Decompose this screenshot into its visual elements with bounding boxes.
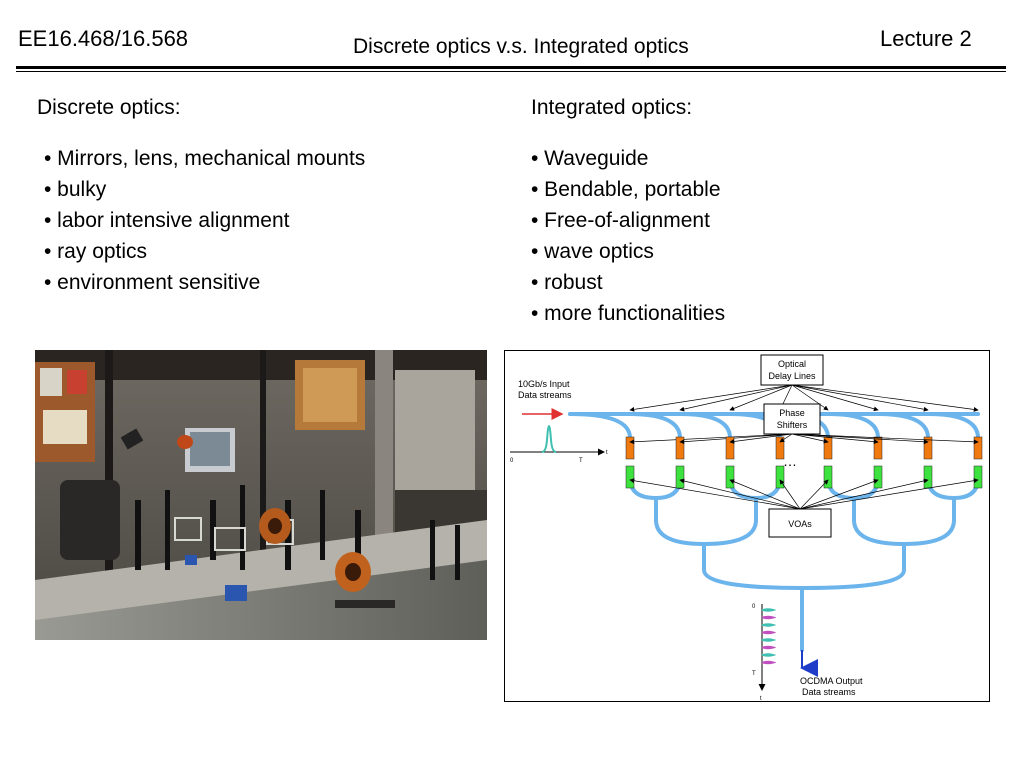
ocdma-encoder-diagram: Optical Delay Lines Phase Shifters VOAs … [504,350,990,702]
list-item: • wave optics [531,240,654,263]
voa-1 [625,465,635,489]
voa-arrow-7 [799,478,929,510]
voa-arrow-6 [799,479,879,510]
course-code: EE16.468/16.568 [18,26,189,51]
voas-box [768,508,832,538]
delay-line-arrow-7 [791,384,929,412]
phase-shifter-1 [625,436,635,460]
discrete-optics-list: • Mirrors, lens, mechanical mounts • bul… [44,143,365,298]
voa-2 [675,465,685,489]
phase-shifter-5 [823,436,833,460]
output-pulse-5 [761,638,777,642]
delay-line-arrow-1 [629,384,793,412]
phase-shifter-arrow-4 [779,433,793,443]
list-item: • Bendable, portable [531,178,721,201]
phase-shifter-arrow-3 [729,433,793,444]
voa-arrow-4 [779,479,801,510]
list-item: • more functionalities [531,302,726,325]
output-pulse-7 [761,653,777,657]
phase-shifter-6 [873,436,883,460]
input-axis-origin: 0 [510,458,514,464]
slide-title: Discrete optics v.s. Integrated optics [353,35,689,58]
input-axis-t: t [606,450,608,456]
integrated-optics-heading: Integrated optics: [531,96,693,119]
voa-5 [823,465,833,489]
list-item: • Free-of-alignment [531,209,710,232]
voas-label: VOAs [788,519,812,529]
lecture-number: Lecture 2 [880,26,972,51]
delay-line-arrow-5 [791,384,829,411]
phase-shifters-box [763,403,821,435]
delay-lines-label-1: Optical [778,359,806,369]
list-item: • bulky [44,178,107,201]
voa-arrow-2 [679,478,801,510]
output-label-1: OCDMA Output [800,676,863,686]
integrated-optics-list: • Waveguide • Bendable, portable • Free-… [531,143,725,329]
output-pulse-8 [761,660,777,665]
output-axis-0: 0 [752,604,756,610]
phase-shifter-arrow-5 [791,433,829,444]
voa-3 [725,465,735,489]
delay-line-arrow-8 [791,384,979,412]
list-item: • Mirrors, lens, mechanical mounts [44,147,366,170]
delay-line-arrow-6 [791,384,879,412]
phase-shifter-arrow-2 [679,433,793,445]
list-item: • Waveguide [531,147,649,170]
header-rule-thin [16,71,1006,72]
output-pulse-4 [761,630,777,635]
phase-shifter-arrow-1 [629,433,793,445]
delay-line-arrow-3 [729,384,793,411]
voa-arrow-5 [799,479,829,510]
voa-6 [873,465,883,489]
phase-shifters-label-1: Phase [779,408,805,418]
list-item: • robust [531,271,603,294]
output-pulse-1 [761,608,777,612]
lab-photo [35,350,487,640]
delay-line-arrow-2 [679,384,793,412]
phase-shifter-2 [675,436,685,460]
phase-shifter-arrow-7 [791,433,929,445]
voa-8 [973,465,983,489]
list-item: • ray optics [44,240,148,263]
output-axis-t: t [760,696,762,702]
list-item: • labor intensive alignment [44,209,290,232]
voa-7 [923,465,933,489]
voa-arrow-3 [729,479,801,510]
output-pulse-3 [761,623,777,627]
element-layer [625,384,983,510]
input-pulse [541,424,557,453]
more-elements-ellipsis: … [783,453,797,469]
list-item: • environment sensitive [44,271,261,294]
phase-shifter-arrow-6 [791,433,879,445]
phase-shifter-8 [973,436,983,460]
input-label-1: 10Gb/s Input [518,379,570,389]
output-pulse-2 [761,615,777,620]
phase-shifter-4 [775,436,785,460]
header-rule-thick [16,66,1006,69]
delay-lines-box [760,354,824,386]
phase-shifter-3 [725,436,735,460]
discrete-optics-heading: Discrete optics: [37,96,181,119]
phase-shifter-arrow-8 [791,433,979,445]
phase-shifters-label-2: Shifters [777,420,808,430]
output-label-2: Data streams [802,687,856,697]
voa-arrow-1 [629,478,801,510]
output-pulse-train [761,608,777,665]
output-pulse-6 [761,645,777,650]
input-axis-T: T [579,458,583,464]
voa-arrow-8 [799,478,979,510]
phase-shifter-7 [923,436,933,460]
output-axis-T: T [752,671,756,677]
delay-lines-label-2: Delay Lines [768,371,816,381]
input-label-2: Data streams [518,390,572,400]
voa-4 [775,465,785,489]
